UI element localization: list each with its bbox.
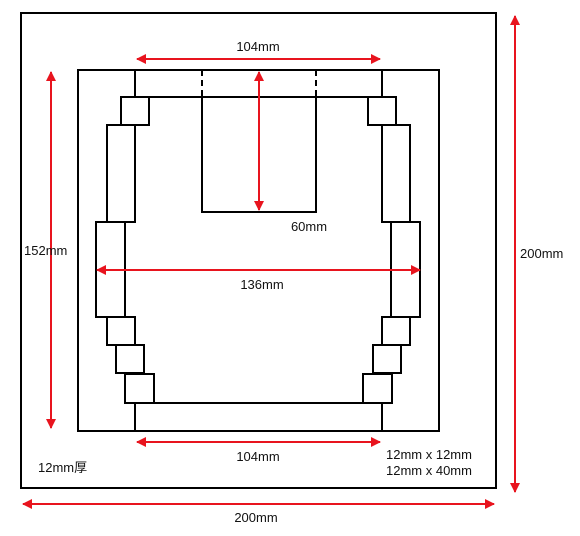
label-block-large: 12mm x 40mm: [386, 463, 472, 478]
outer-board: [20, 12, 497, 489]
block-right-6: [362, 373, 393, 404]
block-left-1: [120, 96, 150, 126]
label-top-width: 104mm: [236, 39, 279, 54]
label-outer-width: 200mm: [234, 510, 277, 525]
label-thickness: 12mm厚: [38, 460, 87, 475]
block-left-4: [106, 316, 136, 346]
block-right-2: [381, 124, 411, 223]
block-left-6: [124, 373, 155, 404]
block-left-2: [106, 124, 136, 223]
label-block-small: 12mm x 12mm: [386, 447, 472, 462]
label-slot-depth: 60mm: [291, 219, 327, 234]
label-outer-height: 200mm: [520, 246, 563, 261]
inner-frame: [77, 69, 440, 432]
center-slot: [201, 97, 317, 213]
label-inner-width: 136mm: [240, 277, 283, 292]
label-bottom-width: 104mm: [236, 449, 279, 464]
block-left-5: [115, 344, 145, 374]
block-right-1: [367, 96, 397, 126]
block-right-5: [372, 344, 402, 374]
label-inner-height: 152mm: [24, 243, 67, 258]
block-right-4: [381, 316, 411, 346]
